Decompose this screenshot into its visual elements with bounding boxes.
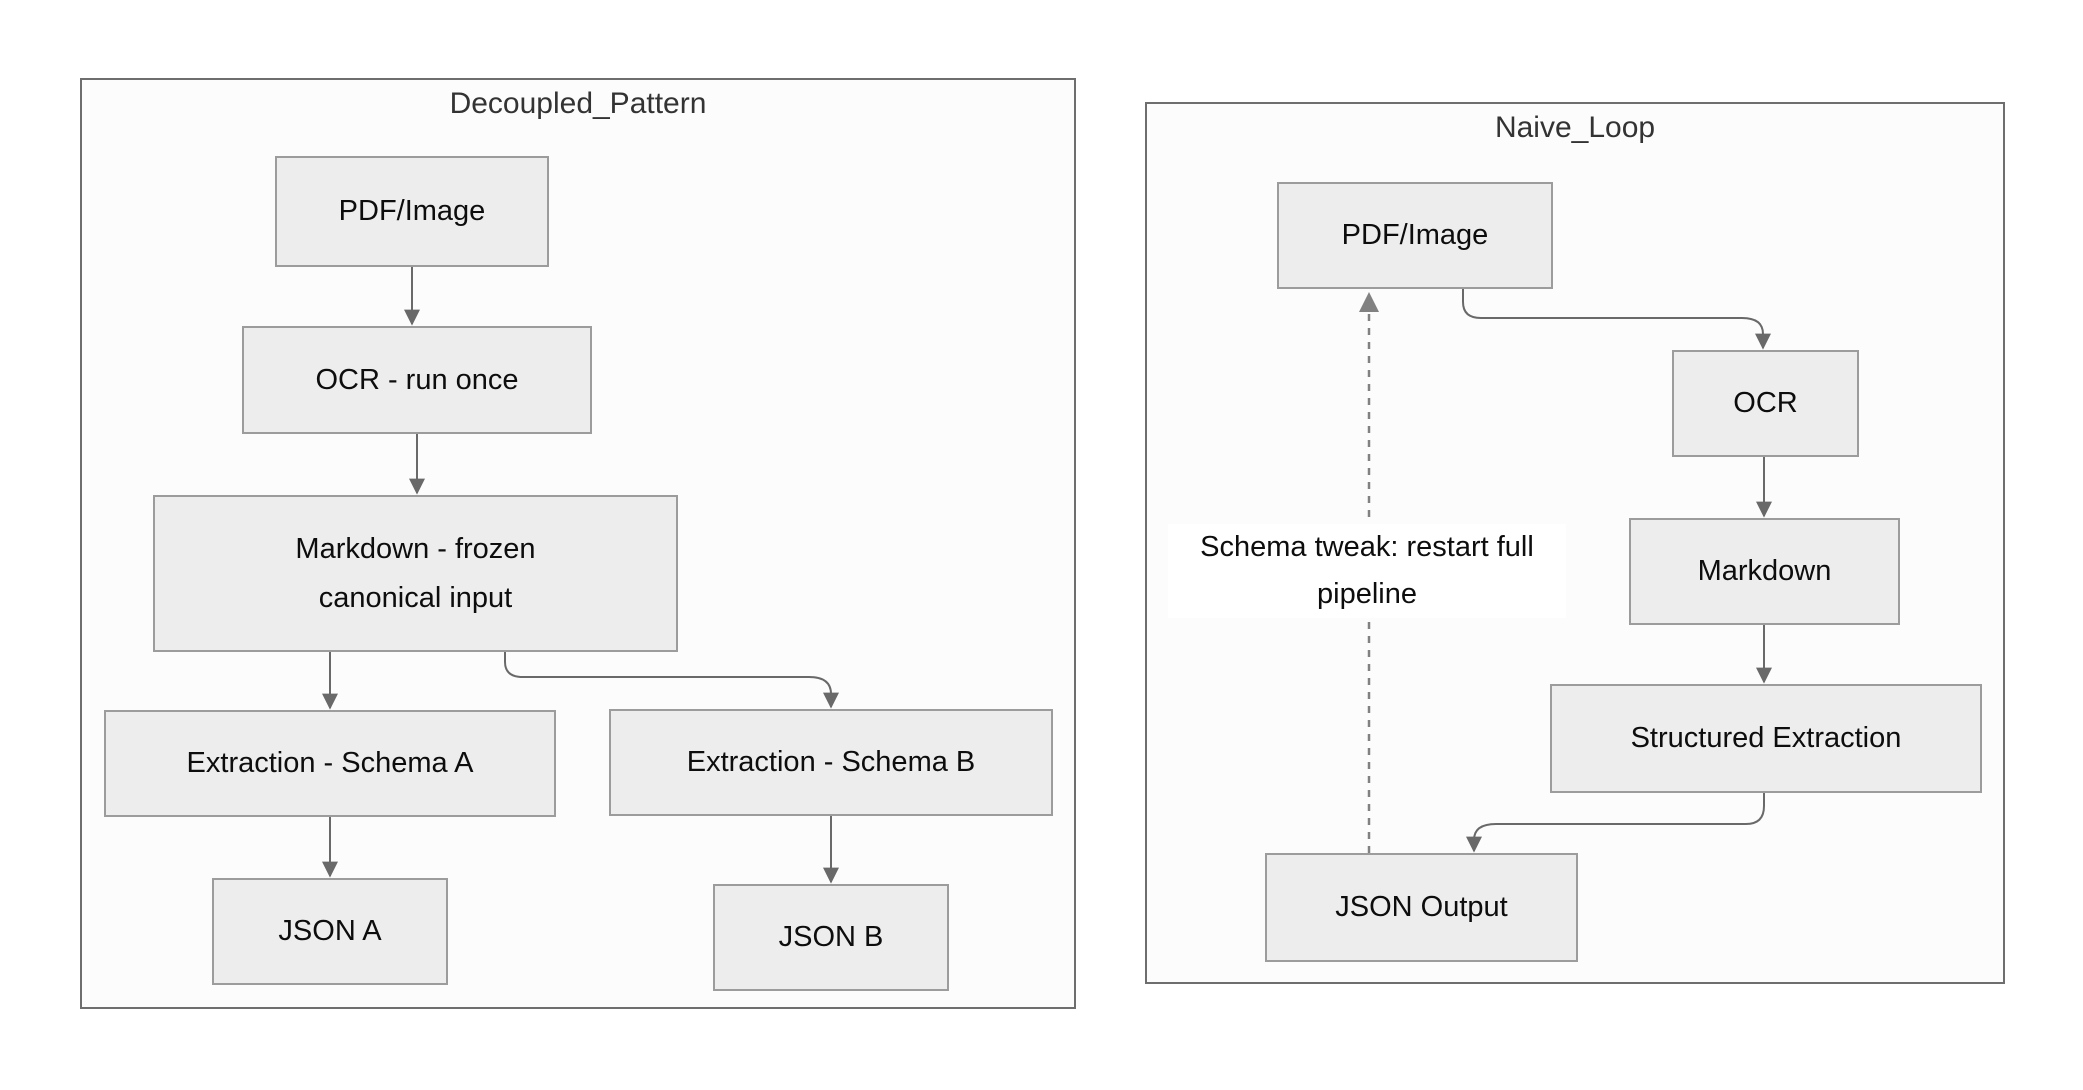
- node-label-line-1: Markdown - frozen: [295, 532, 536, 565]
- node-left-extraction-schema-b: Extraction - Schema B: [609, 709, 1053, 816]
- edge-left-markdown-to-extraction-b: [504, 652, 839, 709]
- edge-right-pdf-to-ocr: [1462, 289, 1771, 350]
- node-label: JSON A: [278, 915, 382, 947]
- edge-label-schema-tweak: Schema tweak: restart full pipeline: [1168, 524, 1566, 618]
- node-right-markdown: Markdown: [1629, 518, 1900, 625]
- edge-right-extraction-to-json-output: [1466, 793, 1765, 853]
- node-left-json-a: JSON A: [212, 878, 448, 985]
- node-left-json-b: JSON B: [713, 884, 949, 991]
- node-left-ocr-run-once: OCR - run once: [242, 326, 592, 434]
- node-label: OCR - run once: [315, 363, 519, 396]
- node-label: PDF/Image: [338, 195, 486, 227]
- edge-label-line-2: pipeline: [1317, 578, 1417, 610]
- left-diagram-title: Decoupled_Pattern: [449, 87, 707, 120]
- node-label: JSON B: [778, 921, 884, 953]
- edge-label-line-1: Schema tweak: restart full: [1200, 531, 1534, 563]
- node-label: Markdown: [1697, 555, 1832, 587]
- node-right-structured-extraction: Structured Extraction: [1550, 684, 1982, 793]
- node-label: PDF/Image: [1341, 219, 1489, 251]
- right-diagram-title: Naive_Loop: [1494, 111, 1656, 144]
- node-left-extraction-schema-a: Extraction - Schema A: [104, 710, 556, 817]
- node-label: Extraction - Schema B: [686, 746, 976, 778]
- node-label-line-2: canonical input: [318, 581, 513, 614]
- node-label: JSON Output: [1335, 891, 1508, 923]
- node-left-markdown-frozen: Markdown - frozen canonical input: [153, 495, 678, 652]
- node-label: Extraction - Schema A: [186, 747, 474, 779]
- node-right-json-output: JSON Output: [1265, 853, 1578, 962]
- node-label: Structured Extraction: [1630, 722, 1902, 754]
- node-right-ocr: OCR: [1672, 350, 1859, 457]
- node-label: OCR: [1733, 387, 1798, 419]
- node-right-pdf-image: PDF/Image: [1277, 182, 1553, 289]
- node-left-pdf-image: PDF/Image: [275, 156, 549, 267]
